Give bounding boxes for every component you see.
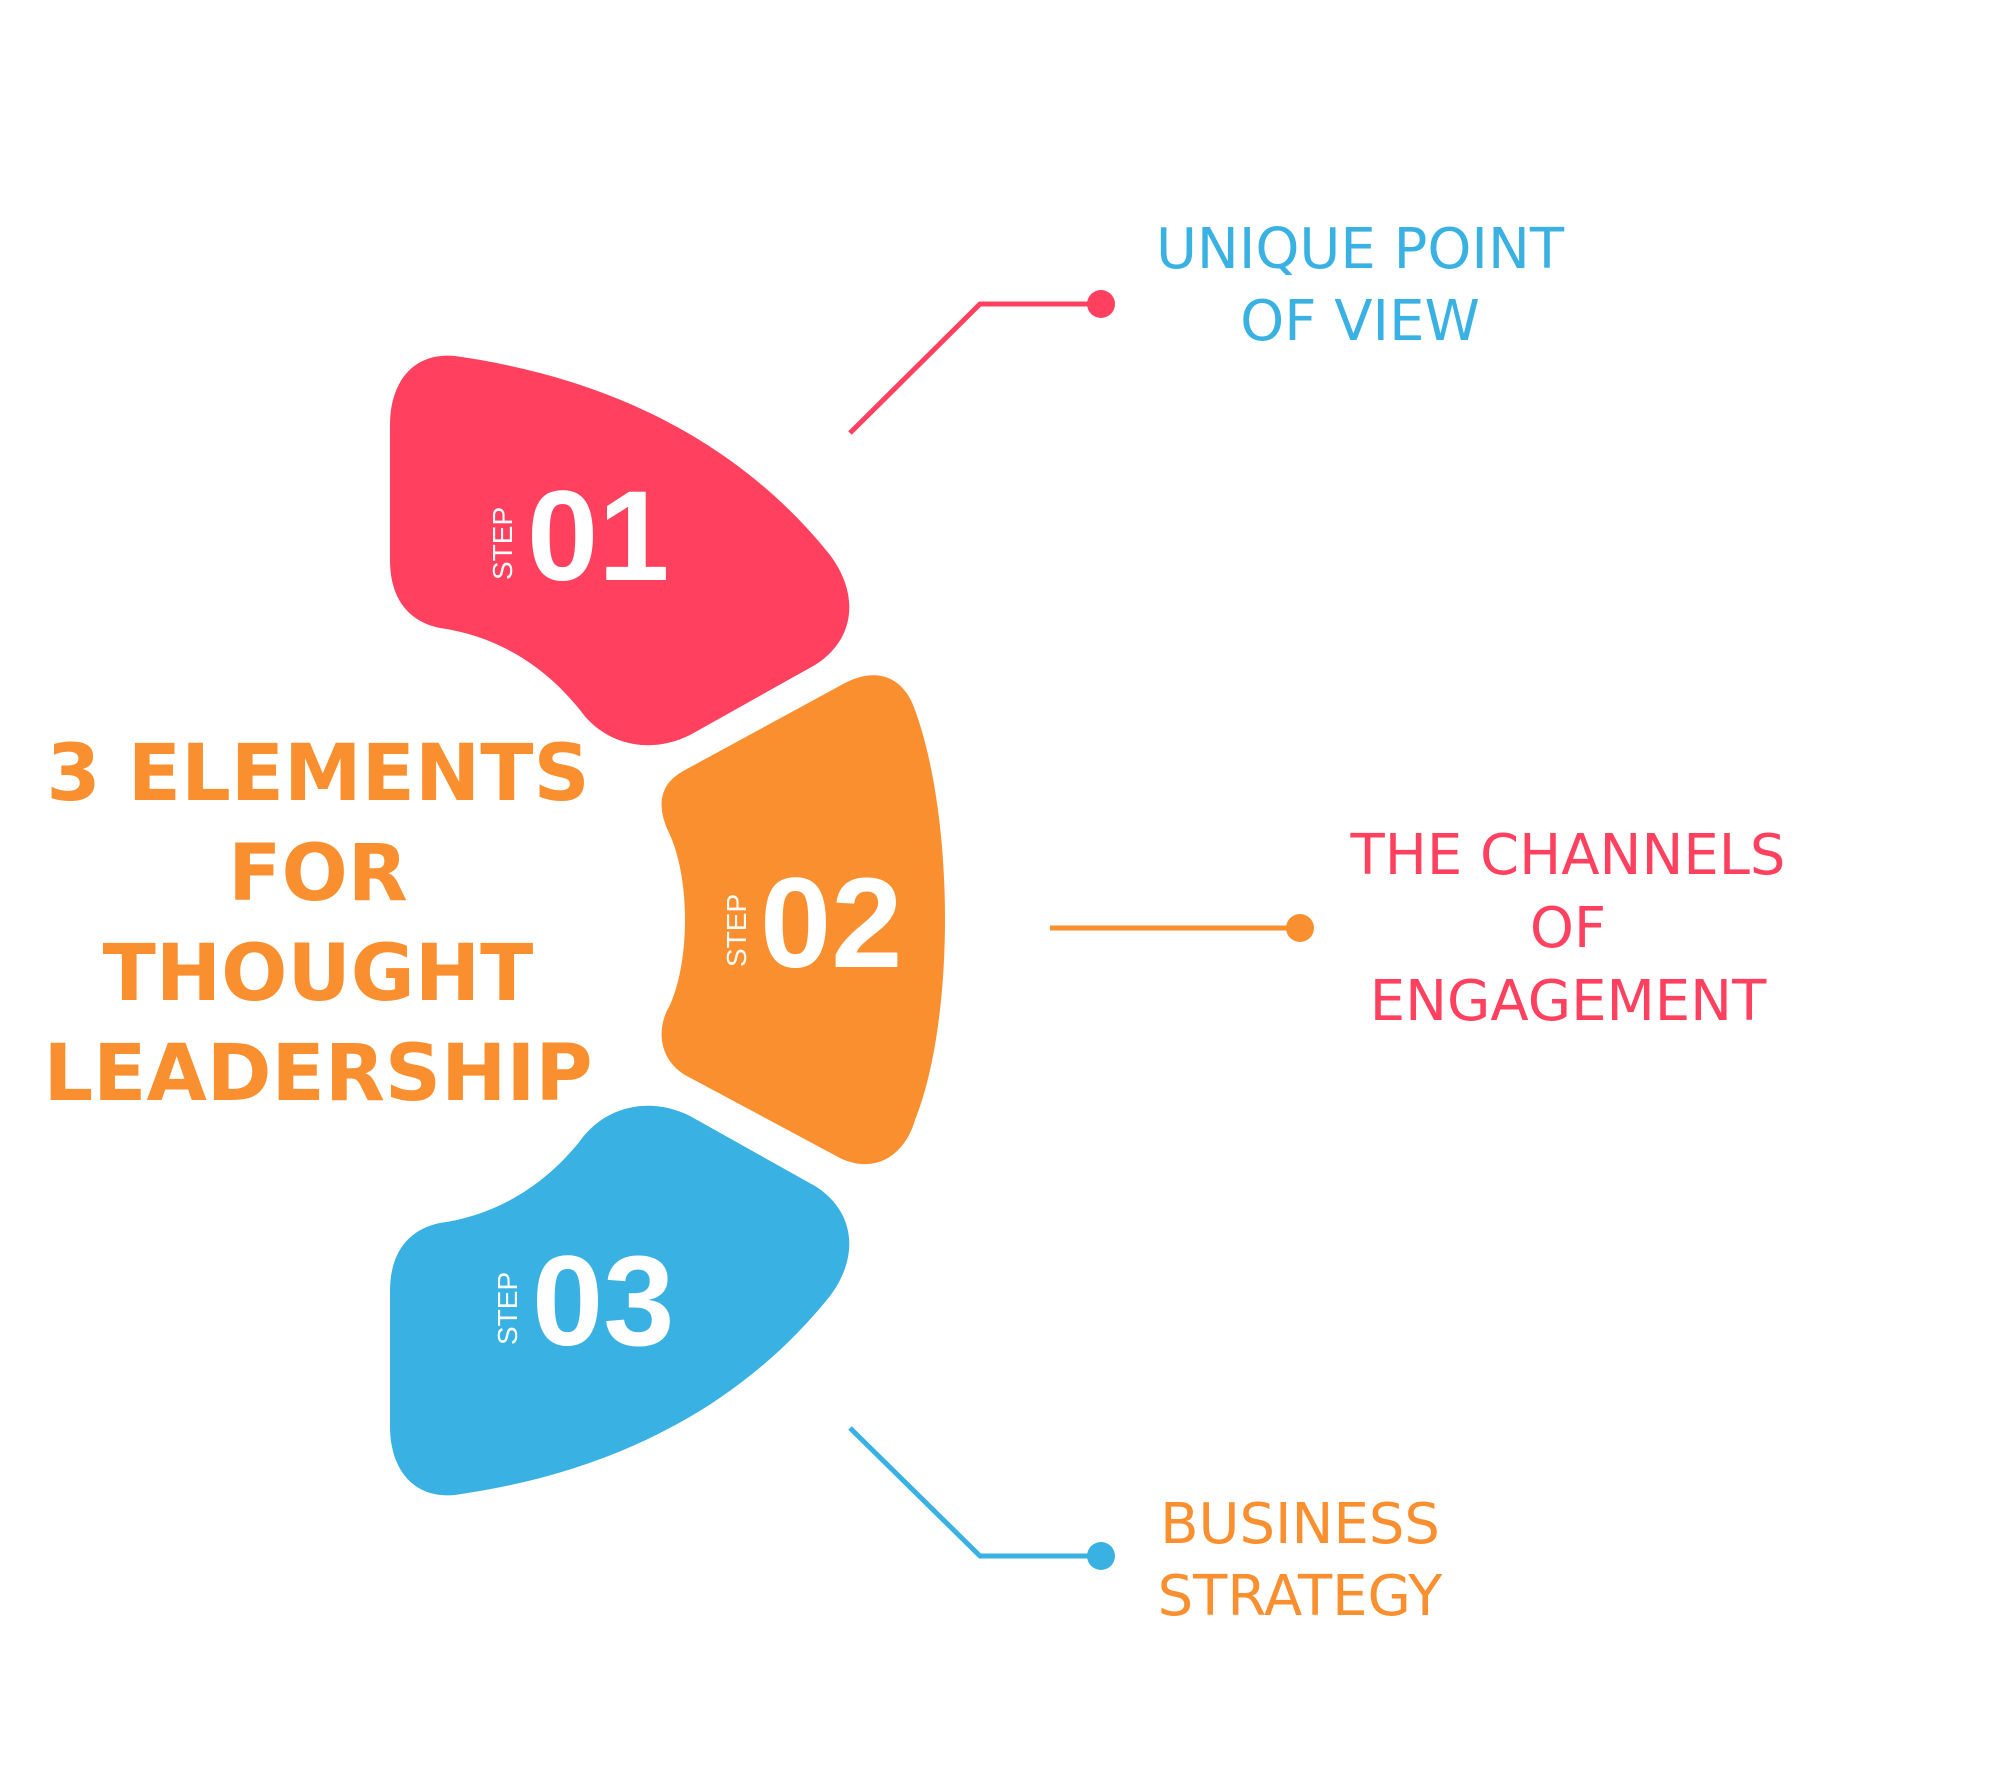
connector-01-line <box>848 301 1100 435</box>
step-02-shape <box>661 675 945 1165</box>
step-02-number: 02 <box>760 852 902 995</box>
title-line: 3 ELEMENTS <box>46 729 589 819</box>
connector-03-line <box>848 1426 1100 1559</box>
connector-02-dot <box>1286 914 1314 942</box>
title-line: LEADERSHIP <box>43 1029 592 1119</box>
step-02-word: STEP <box>721 894 752 967</box>
title-line: FOR <box>228 829 408 919</box>
step-01-shape <box>390 355 850 746</box>
step-03-number: 03 <box>532 1230 674 1373</box>
title-line: THOUGHT <box>103 929 534 1019</box>
step-02-label-line: ENGAGEMENT <box>1370 969 1767 1034</box>
step-03-label-line: STRATEGY <box>1158 1564 1444 1629</box>
step-03-segment: STEP 03 <box>390 1105 850 1496</box>
step-02-segment: STEP 02 <box>661 675 945 1165</box>
connector-03-dot <box>1087 1542 1115 1570</box>
step-01-label-line: OF VIEW <box>1240 289 1480 354</box>
step-01-label-line: UNIQUE POINT <box>1156 217 1565 282</box>
step-01-label: UNIQUE POINT OF VIEW <box>1156 217 1565 354</box>
infographic-title: 3 ELEMENTS FOR THOUGHT LEADERSHIP <box>43 729 592 1119</box>
step-03-shape <box>390 1105 850 1496</box>
connector-03 <box>848 1426 1115 1570</box>
step-03-label: BUSINESS STRATEGY <box>1158 1492 1444 1629</box>
step-01-segment: STEP 01 <box>390 355 850 746</box>
connector-02 <box>1050 914 1314 942</box>
step-02-label: THE CHANNELS OF ENGAGEMENT <box>1350 823 1786 1034</box>
connector-01 <box>848 290 1115 435</box>
step-03-word: STEP <box>492 1272 523 1345</box>
step-02-label-line: THE CHANNELS <box>1350 823 1786 888</box>
step-01-number: 01 <box>527 465 669 608</box>
connector-01-dot <box>1087 290 1115 318</box>
step-01-word: STEP <box>487 507 518 580</box>
step-02-label-line: OF <box>1530 896 1606 961</box>
step-03-label-line: BUSINESS <box>1160 1492 1440 1557</box>
